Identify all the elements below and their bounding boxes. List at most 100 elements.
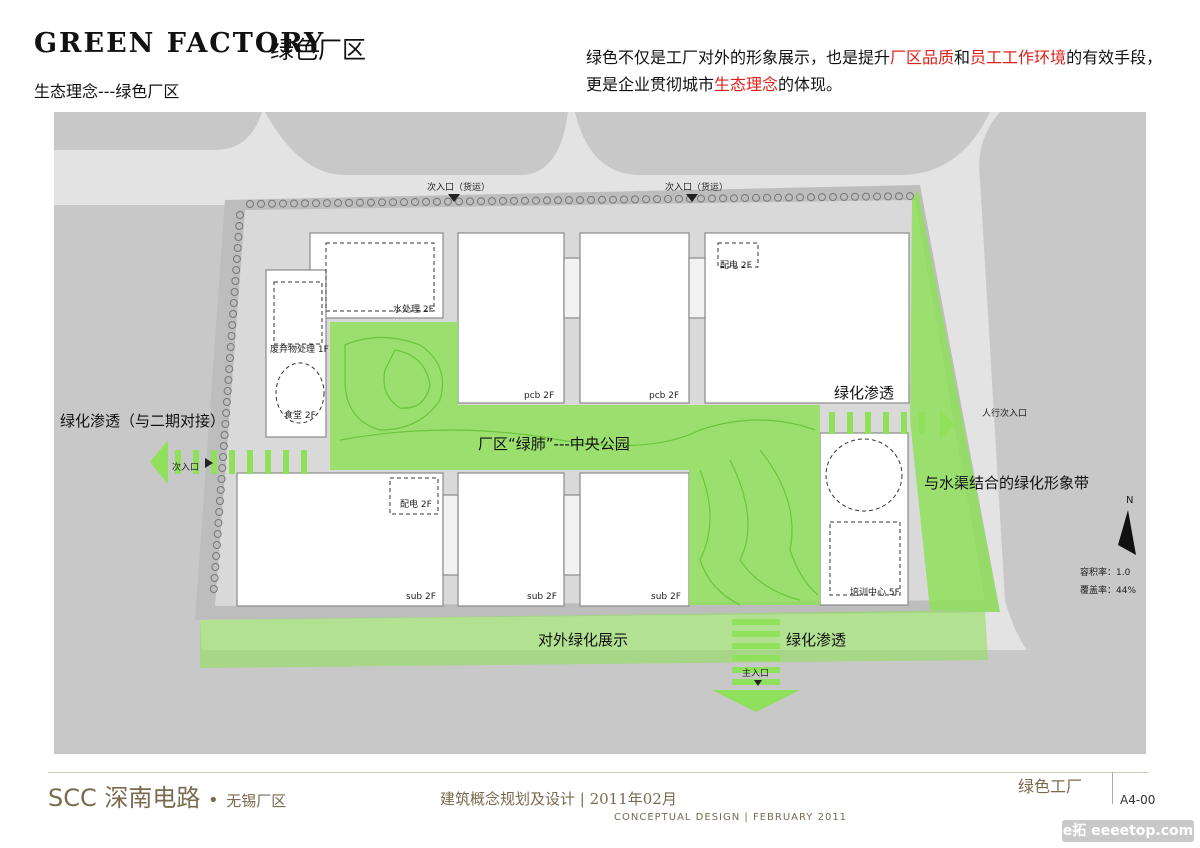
tree-dot <box>884 192 892 201</box>
tree-dot <box>488 197 496 206</box>
tree-dot <box>218 464 227 472</box>
label-green-lung: 厂区“绿肺”---中央公园 <box>478 435 630 453</box>
tree-dot <box>220 431 229 439</box>
tree-dot <box>719 194 727 203</box>
sheet-title: 绿色工厂 <box>1018 777 1083 796</box>
tree-dot <box>642 195 650 204</box>
tree-dot <box>216 486 225 494</box>
entrance-markers <box>205 194 762 686</box>
desc-highlight: 生态理念 <box>714 75 779 94</box>
tree-dot <box>224 376 233 384</box>
desc-text: 绿色不仅是工厂对外的形象展示，也是提升 <box>586 48 891 67</box>
tree-dot <box>345 198 353 207</box>
tree-dot <box>290 199 298 208</box>
title-chinese: 绿色厂区 <box>270 36 366 64</box>
footer-divider <box>48 772 1148 773</box>
park-paths <box>339 336 819 606</box>
entrance-pedestrian: 人行次入口 <box>982 409 1028 419</box>
tree-dot <box>873 192 881 201</box>
tree-dot <box>620 195 628 204</box>
project-name: SCC 深南电路 <box>48 784 201 812</box>
building-water-treatment: 水处理 2F <box>393 305 434 315</box>
coverage-label: 覆盖率：44% <box>1080 586 1137 596</box>
tree-dot <box>598 195 606 204</box>
tree-dot <box>510 196 518 205</box>
tree-dot <box>234 233 243 241</box>
tree-dot <box>312 199 320 208</box>
footer-project: SCC 深南电路 • 无锡厂区 <box>48 784 287 812</box>
tree-dot <box>433 197 441 206</box>
tree-dot <box>225 365 234 373</box>
building-sub-1: sub 2F <box>406 592 436 602</box>
tree-dot <box>444 197 452 206</box>
tree-dot <box>411 198 419 207</box>
tree-dot <box>246 200 254 208</box>
tree-dot <box>235 222 244 230</box>
green-zones <box>200 190 1000 668</box>
tree-dot <box>565 196 573 205</box>
tree-dot <box>708 194 716 203</box>
tree-dot <box>228 321 237 329</box>
entrance-main: 主入口 <box>742 669 770 679</box>
tree-dot <box>233 244 242 252</box>
tree-dot <box>543 196 551 205</box>
label-penetration-east: 绿化渗透 <box>834 384 895 402</box>
dashed-outlines <box>273 242 903 596</box>
tree-dot <box>840 192 848 201</box>
tree-dot <box>730 194 738 203</box>
building-waste: 废弃物处理 1F <box>270 345 329 355</box>
subtitle: 生态理念---绿色厂区 <box>34 82 180 101</box>
tree-dot <box>455 197 463 206</box>
entrance-west: 次入口 <box>172 463 200 473</box>
tree-dot <box>212 541 221 549</box>
desc-highlight: 厂区品质 <box>890 48 955 67</box>
tree-dot <box>225 354 234 362</box>
site-name: 无锡厂区 <box>226 792 287 810</box>
tree-dot <box>466 197 474 206</box>
tree-dot <box>227 332 236 340</box>
label-external-display: 对外绿化展示 <box>538 631 629 649</box>
tree-dot <box>356 198 364 207</box>
north-arrow-icon <box>1118 510 1136 555</box>
tree-dot <box>862 192 870 201</box>
tree-dot <box>576 196 584 205</box>
tree-dot <box>210 574 219 582</box>
desc-text: 的有效手段，更是企业贯彻城市 <box>586 48 1163 94</box>
tree-dot <box>807 193 815 202</box>
sheet-code: A4-00 <box>1120 793 1156 807</box>
tree-dot <box>895 192 903 201</box>
tree-dot <box>231 277 240 285</box>
desc-text: 和 <box>954 48 971 67</box>
tree-dot <box>219 442 228 450</box>
tree-dot <box>631 195 639 204</box>
tree-dot <box>378 198 386 207</box>
tree-dot <box>697 194 705 203</box>
footer-service-en: CONCEPTUAL DESIGN | FEBRUARY 2011 <box>614 812 848 823</box>
tree-dot <box>477 197 485 206</box>
tree-dot <box>215 497 224 505</box>
tree-dot <box>422 197 430 206</box>
tree-dot <box>221 420 230 428</box>
building-canteen: 食堂 2F <box>284 411 316 421</box>
tree-dot <box>609 195 617 204</box>
tree-dot <box>587 195 595 204</box>
tree-dot <box>763 193 771 202</box>
tree-dot <box>741 194 749 203</box>
tree-dot <box>279 199 287 208</box>
label-penetration-phase2: 绿化渗透（与二期对接） <box>60 412 226 430</box>
tree-dot <box>752 193 760 202</box>
arrow-stripes <box>175 412 925 685</box>
far-label: 容积率：1.0 <box>1080 568 1131 578</box>
tree-dot <box>223 387 232 395</box>
sheet-divider <box>1112 772 1113 804</box>
watermark-text: e拓 eeeetop.com <box>1062 823 1194 839</box>
tree-dot <box>213 530 222 538</box>
building-power-north: 配电 2F <box>720 261 752 271</box>
tree-dot <box>236 211 244 219</box>
tree-dot <box>232 266 241 274</box>
tree-dot <box>664 194 672 203</box>
tree-dot <box>211 563 220 571</box>
tree-dot <box>554 196 562 205</box>
tree-dot <box>818 193 826 202</box>
boundary-trees <box>209 192 914 593</box>
